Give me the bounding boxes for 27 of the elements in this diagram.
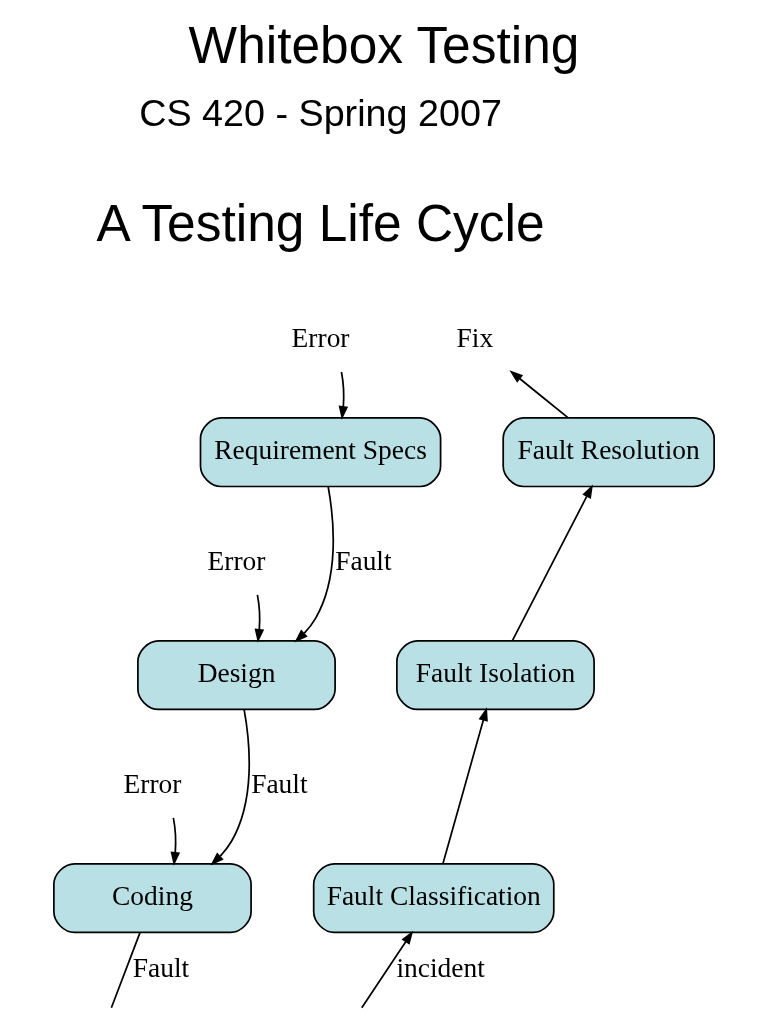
- label: CS 420 - Spring 2007: [139, 91, 502, 134]
- arrow: [511, 484, 593, 642]
- node-box: Fault Isolation: [396, 640, 595, 711]
- label: A Testing Life Cycle: [96, 194, 545, 253]
- edge-label: Fault: [335, 546, 392, 577]
- arrow: [254, 594, 265, 643]
- node-text: Error: [207, 546, 266, 577]
- connector: [110, 931, 141, 1009]
- node-text: Error: [123, 769, 182, 800]
- arrow: [338, 371, 349, 420]
- node-box: Requirement Specs: [199, 417, 442, 488]
- node-text: Error: [291, 323, 350, 354]
- arrow: [509, 370, 569, 419]
- edge-label: Fault: [132, 952, 190, 983]
- arrow: [442, 707, 488, 865]
- edge-label: Fault: [251, 769, 308, 800]
- node-box: Fault Resolution: [502, 417, 715, 488]
- arrow: [360, 930, 414, 1009]
- node-text: Fix: [456, 323, 494, 354]
- diagram-title: Whitebox Testing: [188, 15, 580, 74]
- arrow: [210, 708, 251, 866]
- arrow: [170, 817, 181, 866]
- arrow: [294, 485, 335, 643]
- edge-label: incident: [396, 952, 485, 983]
- node-box: Fault Classification: [312, 862, 555, 934]
- node-box: Coding: [53, 862, 252, 934]
- node-box: Design: [137, 640, 336, 711]
